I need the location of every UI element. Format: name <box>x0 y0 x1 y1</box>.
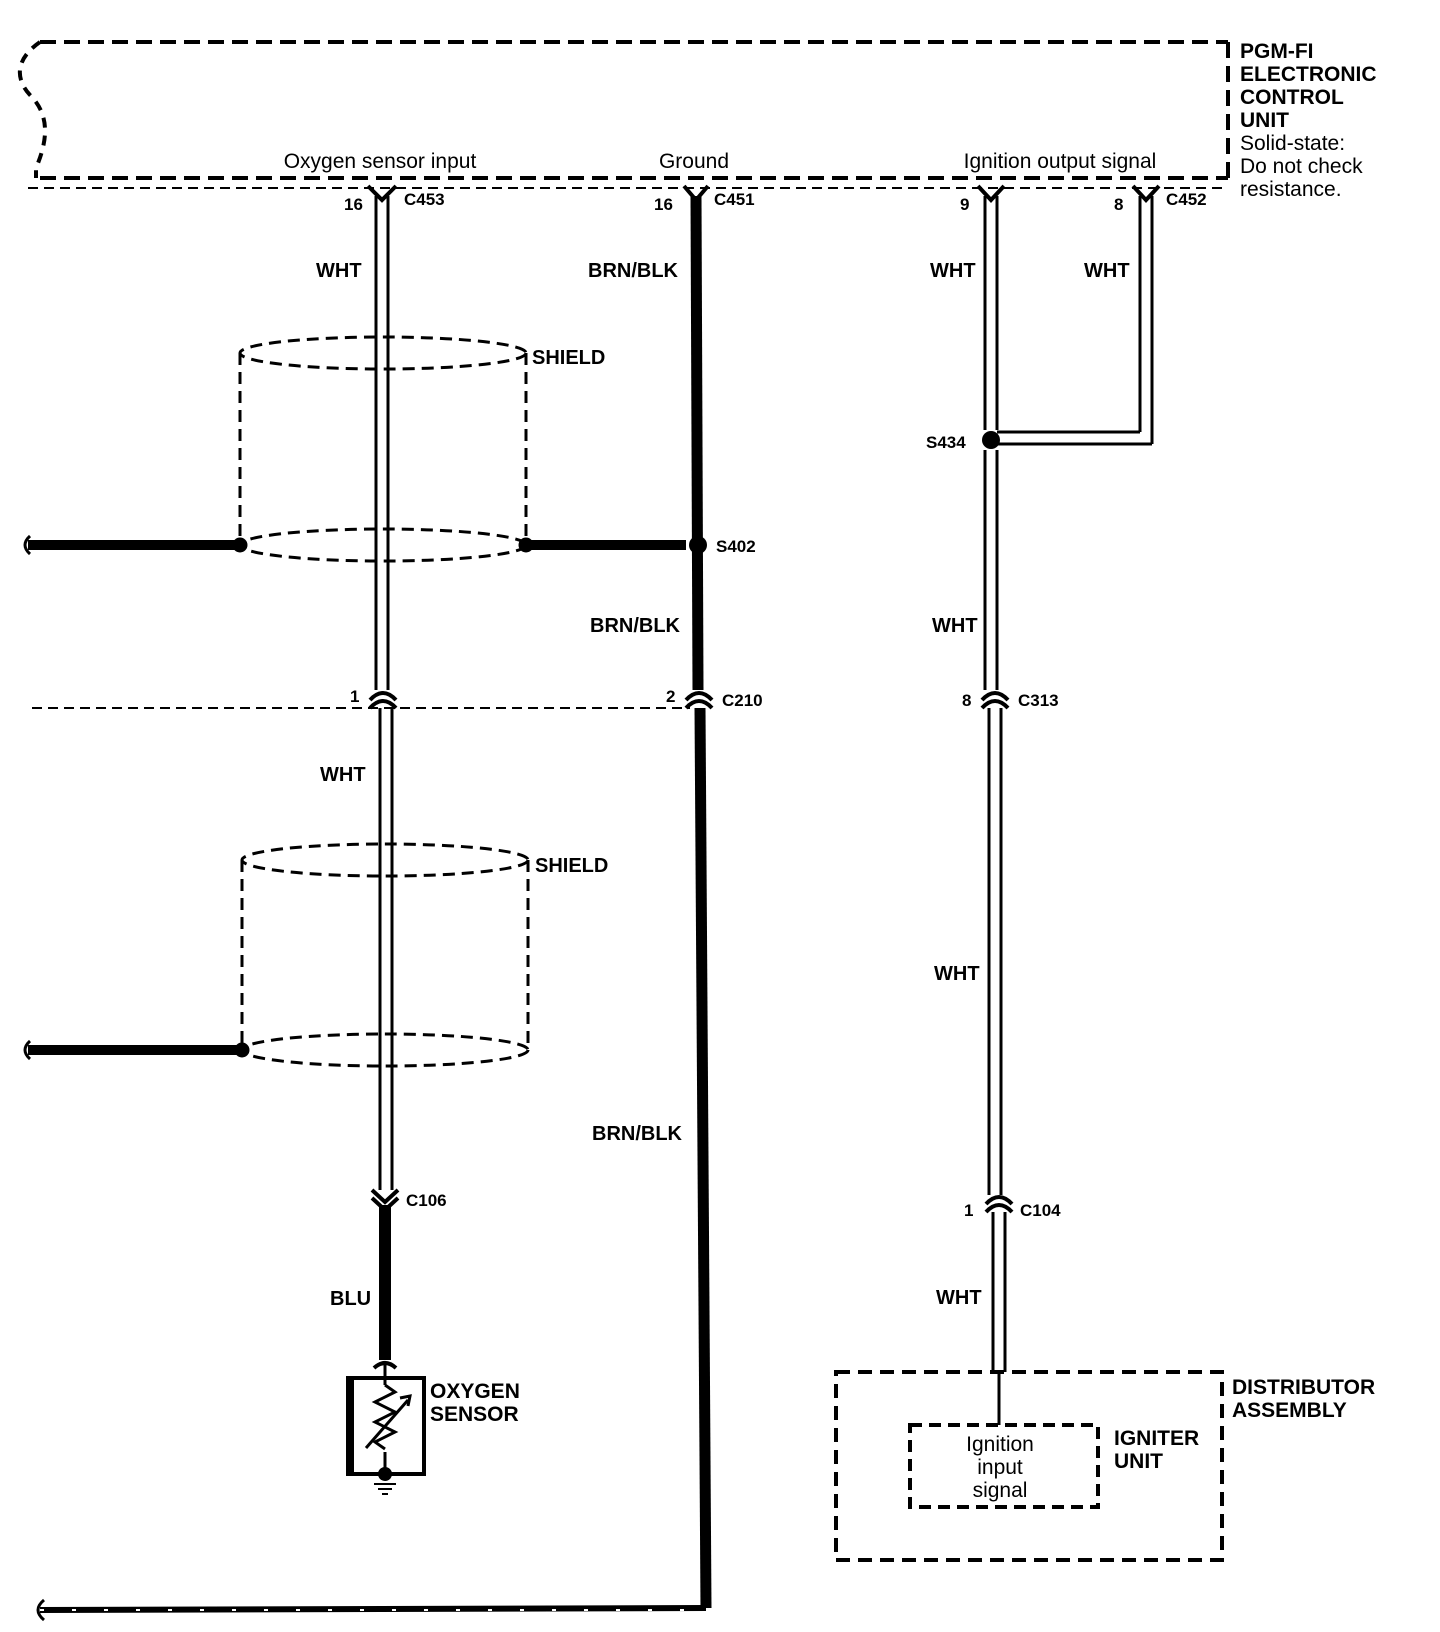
c210-pin2-connector-icon <box>684 691 714 710</box>
c313-connector-icon <box>980 691 1010 710</box>
ecu-title: PGM-FI ELECTRONIC CONTROL UNIT Solid-sta… <box>1240 40 1377 201</box>
c452-pin8-connector-icon <box>1131 184 1161 203</box>
c210-pin-b: 2 <box>666 687 675 706</box>
igniter-unit-box <box>908 1423 1100 1509</box>
c452-pin-a: 9 <box>960 195 969 214</box>
ignition-output-wire <box>983 196 1154 1425</box>
ignition-wire-color-right: WHT <box>1084 260 1130 282</box>
distributor-label-line-1: DISTRIBUTOR <box>1232 1376 1375 1399</box>
c106-label: C106 <box>406 1191 447 1210</box>
ignition-wire-color-left: WHT <box>930 260 976 282</box>
c453-connector-icon <box>366 184 398 203</box>
oxygen-sensor-label-line-2: SENSOR <box>430 1403 519 1426</box>
distributor-assembly-box <box>834 1370 1224 1562</box>
s434-label: S434 <box>926 433 966 452</box>
oxygen-sensor-label-line-1: OXYGEN <box>430 1380 520 1403</box>
igniter-label-line-2: UNIT <box>1114 1450 1163 1473</box>
ground-label: Ground <box>659 150 729 173</box>
c451-label: C451 <box>714 190 755 209</box>
ground-wire-color-upper: BRN/BLK <box>588 260 679 282</box>
c106-connector-icon <box>370 1188 400 1213</box>
c104-pin: 1 <box>964 1201 973 1220</box>
ignition-output-signal-label: Ignition output signal <box>964 150 1157 173</box>
oxygen-sensor-input-label: Oxygen sensor input <box>284 150 477 173</box>
oxygen-sensor-connector-icon <box>372 1361 398 1370</box>
distributor-label-line-2: ASSEMBLY <box>1232 1399 1347 1422</box>
ecu-title-line-1: PGM-FI <box>1240 40 1314 63</box>
c104-connector-icon <box>984 1195 1014 1214</box>
igniter-signal-line-3: signal <box>973 1479 1028 1502</box>
igniter-label-line-1: IGNITER <box>1114 1427 1199 1450</box>
c452-pin9-connector-icon <box>976 184 1006 203</box>
c451-pin: 16 <box>654 195 673 214</box>
ecu-box <box>17 40 1230 180</box>
c452-label: C452 <box>1166 190 1207 209</box>
ecu-note-line-3: resistance. <box>1240 178 1342 201</box>
igniter-signal-line-1: Ignition <box>966 1433 1034 1456</box>
oxygen-wire-color-lower: WHT <box>320 764 366 786</box>
s402-splice <box>689 536 707 554</box>
lower-shield <box>240 842 530 1068</box>
ignition-wire-color-lower: WHT <box>934 963 980 985</box>
c313-pin: 8 <box>962 691 971 710</box>
c453-pin: 16 <box>344 195 363 214</box>
c210-pin-a: 1 <box>350 687 359 706</box>
lower-shield-drain-wire <box>23 1039 250 1061</box>
ignition-wire-color-mid: WHT <box>932 615 978 637</box>
igniter-signal-line-2: input <box>977 1456 1023 1479</box>
ecu-title-line-2: ELECTRONIC <box>1240 63 1377 86</box>
upper-shield <box>238 335 528 563</box>
c453-label: C453 <box>404 190 445 209</box>
upper-shield-label: SHIELD <box>532 347 605 369</box>
oxygen-sensor <box>346 1362 426 1495</box>
ground-wire <box>36 195 712 1622</box>
ground-wire-color-middle: BRN/BLK <box>590 615 681 637</box>
oxygen-wire-color-upper: WHT <box>316 260 362 282</box>
upper-shield-drain-wires <box>23 534 686 556</box>
ecu-note-line-2: Do not check <box>1240 155 1363 178</box>
oxygen-sensor-wire <box>374 196 394 1360</box>
c452-pin-b: 8 <box>1114 195 1123 214</box>
ecu-title-line-4: UNIT <box>1240 109 1289 132</box>
ecu-note-line-1: Solid-state: <box>1240 132 1345 155</box>
c210-pin1-connector-icon <box>368 691 398 710</box>
ground-wire-color-lower: BRN/BLK <box>592 1123 683 1145</box>
c210-label: C210 <box>722 691 763 710</box>
oxygen-wire-color-blu: BLU <box>330 1288 371 1310</box>
s402-label: S402 <box>716 537 756 556</box>
s434-splice <box>982 431 1000 449</box>
c104-label: C104 <box>1020 1201 1061 1220</box>
c451-connector-icon <box>682 184 710 204</box>
ecu-title-line-3: CONTROL <box>1240 86 1344 109</box>
c313-label: C313 <box>1018 691 1059 710</box>
ignition-wire-color-bottom: WHT <box>936 1287 982 1309</box>
lower-shield-label: SHIELD <box>535 855 608 877</box>
